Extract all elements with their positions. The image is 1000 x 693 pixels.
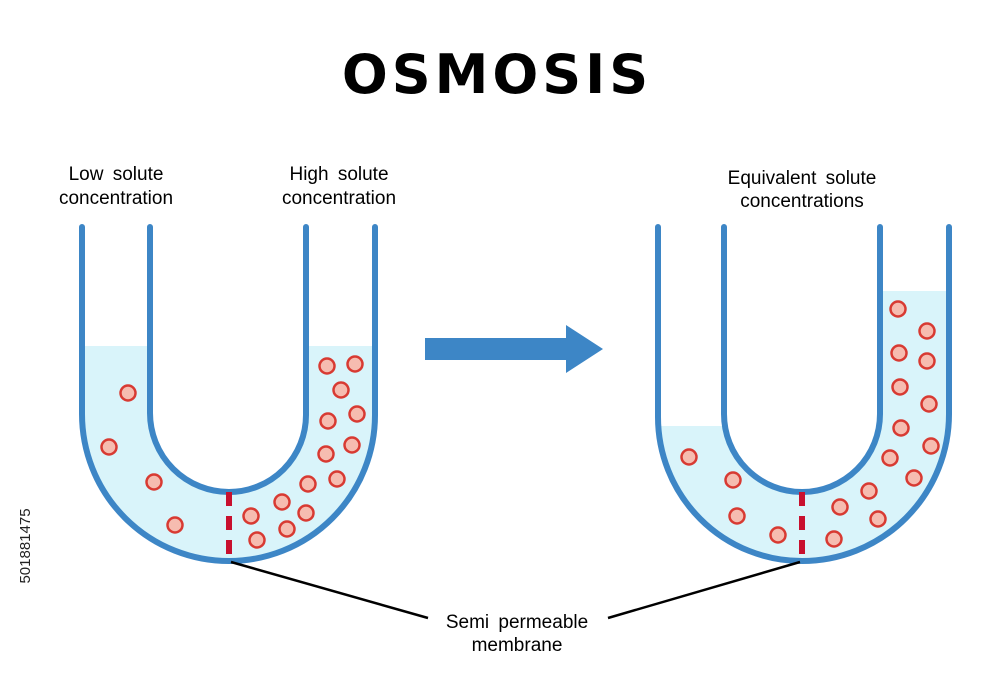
solute-particle [297, 504, 315, 522]
solute-particle [724, 471, 742, 489]
diagram-title: OSMOSIS [342, 43, 652, 106]
solute-particle [891, 378, 909, 396]
label-line: Low solute [69, 164, 164, 185]
stock-image-id: 501881475 [17, 508, 34, 583]
solute-particle [318, 357, 336, 375]
solute-particle [242, 507, 260, 525]
label-line: membrane [472, 635, 563, 656]
right-solute-particles [680, 300, 940, 548]
membrane-leader-line-right [607, 560, 801, 620]
solute-particle [100, 438, 118, 456]
right-tube-inner-wall [721, 224, 883, 496]
right-equivalent-concentration-label: Equivalent solute concentrations [728, 168, 877, 212]
solute-particle [680, 448, 698, 466]
label-line: Semi permeable [446, 612, 588, 633]
solute-particle [728, 507, 746, 525]
label-line: Equivalent solute [728, 168, 877, 189]
solute-particle [881, 449, 899, 467]
label-line: concentration [282, 188, 396, 209]
solute-particle [328, 470, 346, 488]
right-arrow-icon [425, 325, 603, 373]
solute-particle [145, 473, 163, 491]
solute-particle [332, 381, 350, 399]
solute-particle [299, 475, 317, 493]
left-tube-inner-wall [147, 224, 309, 496]
left-low-concentration-label: Low solute concentration [59, 164, 173, 209]
solute-particle [831, 498, 849, 516]
solute-particle [319, 412, 337, 430]
left-high-concentration-label: High solute concentration [282, 164, 396, 209]
solute-particle [860, 482, 878, 500]
label-line: High solute [289, 164, 388, 185]
left-solute-particles [100, 355, 366, 549]
solute-particle [769, 526, 787, 544]
solute-particle [918, 352, 936, 370]
right-u-tube [655, 224, 952, 565]
solute-particle [825, 530, 843, 548]
solute-particle [346, 355, 364, 373]
label-line: concentration [59, 188, 173, 209]
right-tube-outer-wall [655, 224, 952, 565]
solute-particle [273, 493, 291, 511]
left-tube-outer-wall [79, 224, 378, 565]
solute-particle [317, 445, 335, 463]
solute-particle [343, 436, 361, 454]
solute-particle [920, 395, 938, 413]
solute-particle [166, 516, 184, 534]
solute-particle [278, 520, 296, 538]
solute-particle [119, 384, 137, 402]
solute-particle [889, 300, 907, 318]
solute-particle [248, 531, 266, 549]
solute-particle [890, 344, 908, 362]
solute-particle [869, 510, 887, 528]
label-line: concentrations [740, 191, 864, 212]
membrane-leader-line-left [230, 560, 429, 620]
solute-particle [892, 419, 910, 437]
solute-particle [922, 437, 940, 455]
solute-particle [348, 405, 366, 423]
solute-particle [905, 469, 923, 487]
solute-particle [918, 322, 936, 340]
membrane-label: Semi permeable membrane [446, 612, 588, 656]
